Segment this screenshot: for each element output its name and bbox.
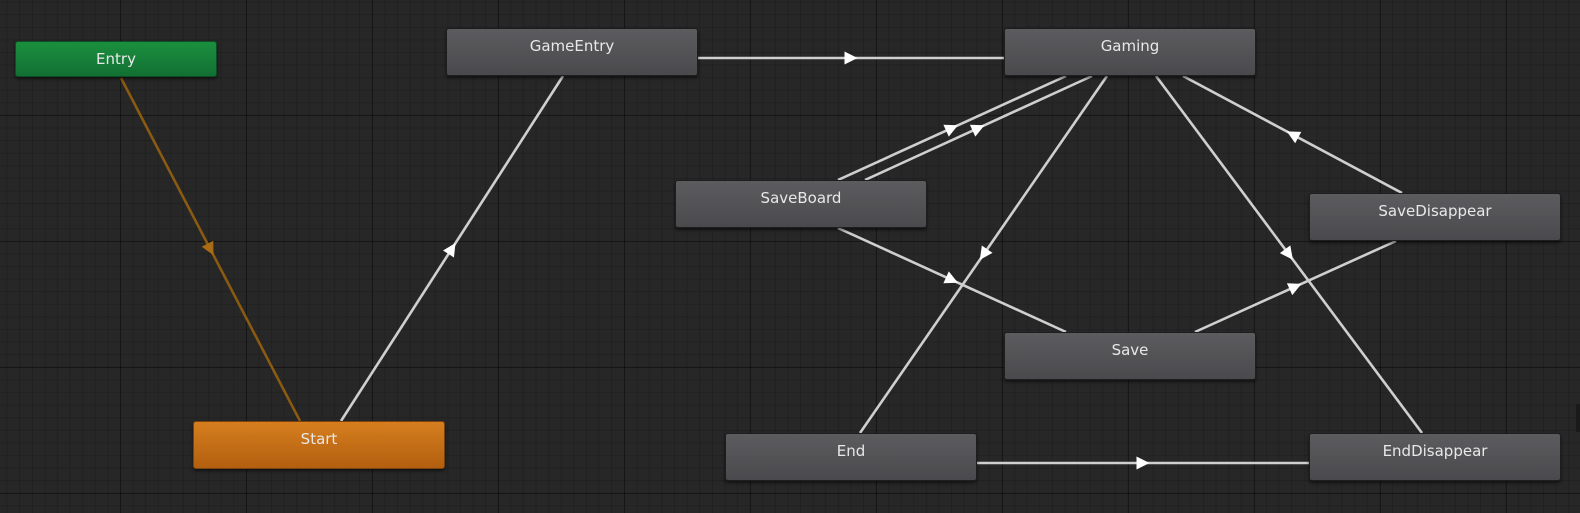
transition-saveboard-to-gaming[interactable] [837, 74, 1067, 182]
state-label: Entry [96, 50, 136, 68]
transition-gaming-to-enddisappear[interactable] [1154, 75, 1424, 434]
state-label: Save [1111, 341, 1149, 359]
state-save[interactable]: Save [1004, 332, 1256, 380]
state-end[interactable]: End [725, 433, 977, 481]
transition-arrow-icon [844, 51, 858, 65]
transition-save-to-savedisappear[interactable] [1194, 239, 1397, 334]
state-label: End [836, 442, 866, 460]
state-gameentry[interactable]: GameEntry [446, 28, 698, 76]
transition-end-to-enddisappear[interactable] [977, 456, 1309, 470]
state-saveboard[interactable]: SaveBoard [675, 180, 927, 228]
transition-arrow-icon [943, 124, 958, 137]
state-start[interactable]: Start [193, 421, 445, 469]
state-enddisappear[interactable]: EndDisappear [1309, 433, 1561, 481]
transition-gaming-to-end[interactable] [858, 75, 1109, 434]
transition-arrow-icon [201, 240, 214, 256]
state-label: Start [300, 430, 338, 448]
state-label: GameEntry [529, 37, 615, 55]
transition-arrow-icon [979, 245, 993, 260]
transition-entry-to-start[interactable] [119, 77, 302, 422]
transition-savedisappear-to-gaming[interactable] [1182, 74, 1403, 195]
transition-arrow-icon [969, 124, 985, 137]
transitions-layer [119, 51, 1424, 470]
transition-saveboard-to-gaming[interactable] [864, 74, 1093, 182]
state-label: EndDisappear [1382, 442, 1488, 460]
state-entry[interactable]: Entry [15, 41, 217, 77]
transition-arrow-icon [943, 271, 958, 284]
state-label: Gaming [1100, 37, 1160, 55]
transition-arrow-icon [1136, 456, 1150, 470]
transition-arrow-icon [1286, 131, 1302, 144]
state-label: SaveBoard [760, 189, 842, 207]
state-label: SaveDisappear [1378, 202, 1492, 220]
transition-arrow-icon [1279, 245, 1293, 260]
transition-arrow-icon [1286, 283, 1302, 296]
transition-arrow-icon [443, 243, 456, 258]
state-gaming[interactable]: Gaming [1004, 28, 1256, 76]
scrollbar-handle[interactable] [1576, 404, 1580, 432]
state-savedisappear[interactable]: SaveDisappear [1309, 193, 1561, 241]
transition-gameentry-to-gaming[interactable] [698, 51, 1004, 65]
transition-saveboard-to-save[interactable] [837, 226, 1067, 334]
transition-start-to-gameentry[interactable] [339, 75, 565, 422]
